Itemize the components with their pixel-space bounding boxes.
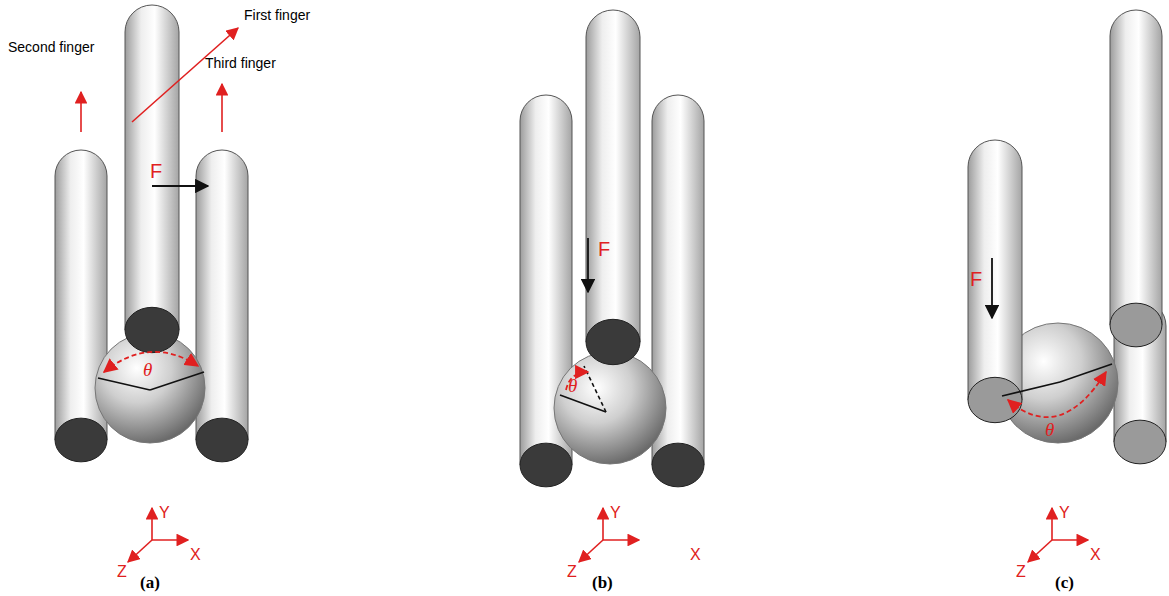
panel-label: (c) (1055, 574, 1074, 593)
finger-label: Second finger (8, 40, 94, 55)
panel-label: (b) (592, 574, 613, 593)
axis-label: Z (567, 563, 577, 581)
axis-arrow (151, 508, 153, 540)
force-label: F (598, 238, 610, 260)
finger-label: Third finger (205, 56, 276, 71)
angle-line (584, 366, 606, 412)
leader-arrow (221, 84, 223, 132)
axis-label: Y (159, 504, 170, 522)
force-arrow (991, 258, 993, 318)
axis-arrow (602, 508, 604, 540)
axis-arrow (1028, 540, 1052, 562)
angle-label: θ (568, 376, 577, 397)
axis-label: X (690, 546, 701, 564)
angle-line (150, 372, 204, 390)
force-arrow (587, 238, 589, 292)
panel-label: (a) (140, 574, 160, 593)
force-label: F (150, 160, 162, 182)
angle-line (1060, 364, 1112, 382)
leader-arrow (80, 92, 82, 132)
axis-arrow (1052, 539, 1088, 541)
finger-cylinder (196, 150, 248, 462)
axis-label: Z (117, 563, 127, 581)
angle-line (1002, 382, 1060, 396)
angle-label: θ (1045, 420, 1054, 441)
force-label: F (970, 268, 982, 290)
leader-arrow (132, 28, 238, 122)
axis-arrow (152, 539, 188, 541)
axis-label: X (1090, 546, 1101, 564)
sphere-object (554, 352, 666, 464)
finger-cylinder (968, 140, 1022, 423)
axis-label: Y (1059, 504, 1070, 522)
finger-cylinder (55, 150, 107, 462)
axis-arrow (603, 539, 639, 541)
angle-arc (1008, 372, 1106, 417)
finger-cylinder (586, 10, 640, 365)
axis-arrow (1051, 508, 1053, 540)
finger-cylinder (125, 5, 179, 353)
finger-cylinder (1110, 10, 1162, 347)
axis-label: Y (610, 504, 621, 522)
axis-label: Z (1016, 563, 1026, 581)
finger-label: First finger (244, 8, 310, 23)
angle-label: θ (143, 360, 152, 381)
angle-line (98, 378, 150, 390)
axis-label: X (190, 546, 201, 564)
force-arrow (152, 185, 208, 187)
axis-arrow (579, 540, 603, 562)
axis-arrow (128, 540, 152, 562)
